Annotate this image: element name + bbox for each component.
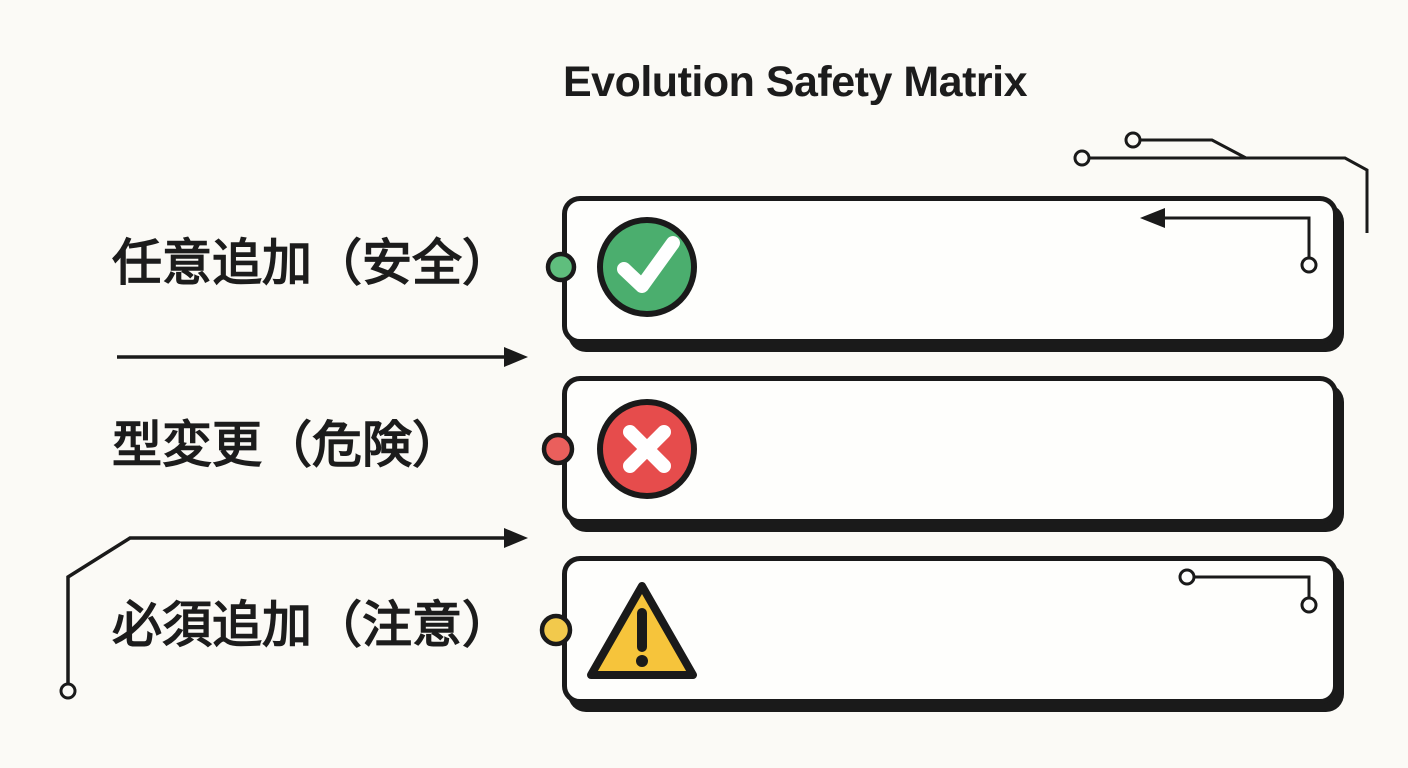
circuit-node-icon bbox=[1124, 131, 1142, 149]
arrow-right-icon bbox=[117, 347, 528, 367]
row-label-danger: 型変更（危険） bbox=[112, 416, 462, 474]
box-safe bbox=[562, 196, 1338, 344]
box-danger bbox=[562, 376, 1338, 524]
box-caution bbox=[562, 556, 1338, 704]
circuit-node-icon bbox=[1073, 149, 1091, 167]
circuit-node-icon bbox=[59, 682, 77, 700]
row-label-caution: 必須追加（注意） bbox=[112, 596, 512, 654]
page-title: Evolution Safety Matrix bbox=[563, 58, 1027, 106]
row-label-safe: 任意追加（安全） bbox=[112, 234, 512, 292]
